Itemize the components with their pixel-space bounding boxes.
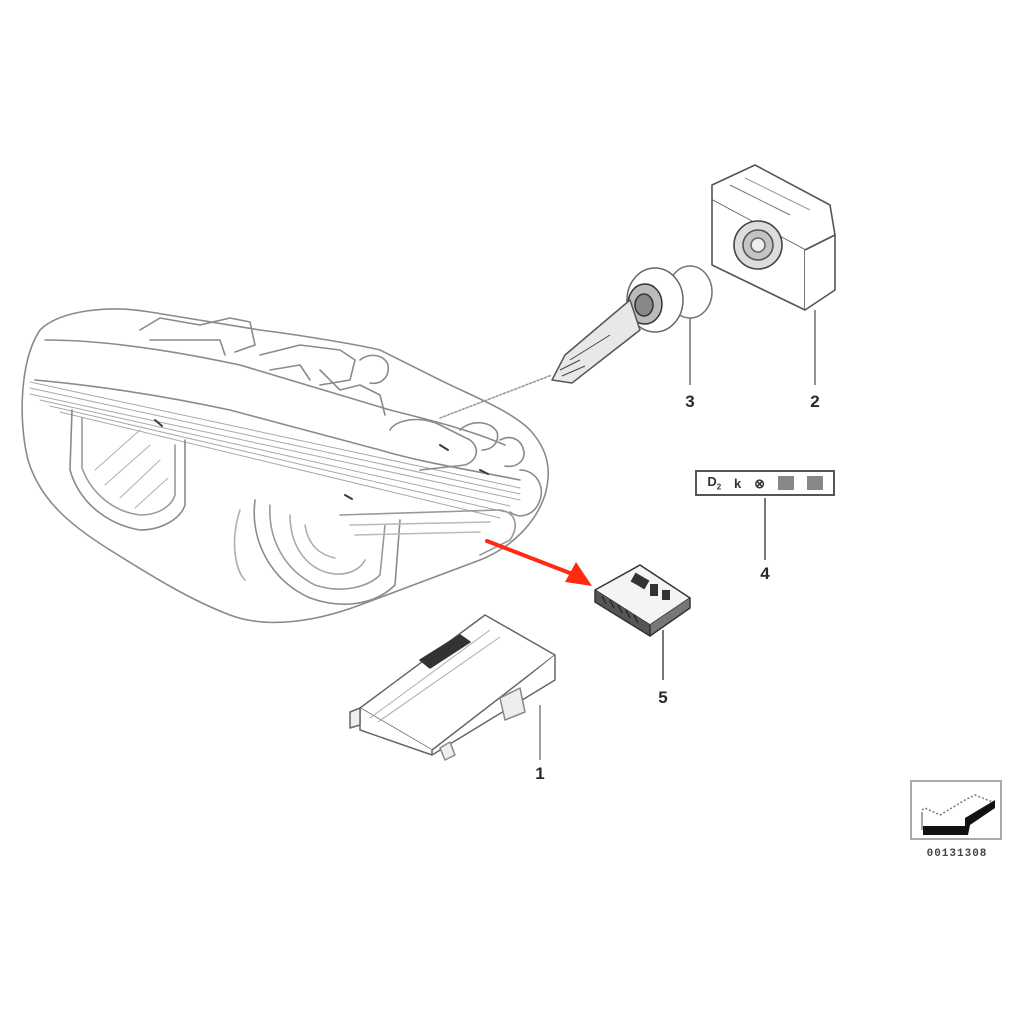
part-2-igniter	[711, 164, 836, 311]
part-3-bulb	[551, 265, 713, 384]
symbol-k: k	[734, 475, 742, 491]
callout-5[interactable]: 5	[658, 688, 668, 707]
headlight-assembly	[21, 308, 553, 624]
callout-3[interactable]: 3	[685, 392, 695, 411]
callout-1[interactable]: 1	[535, 764, 545, 783]
diagram-code: 00131308	[926, 848, 988, 860]
diagram-orientation-icon	[910, 780, 1002, 840]
symbol-square-icon	[777, 476, 794, 490]
part-4-symbol-label: D2 k ⊗	[695, 470, 835, 496]
callout-4[interactable]: 4	[760, 564, 770, 583]
highlight-arrow	[485, 539, 592, 586]
callout-2[interactable]: 2	[810, 392, 820, 411]
symbol-d: D2	[707, 473, 722, 492]
part-1-control-unit	[349, 614, 556, 761]
symbol-square-icon	[806, 476, 823, 490]
symbol-crossed-circle-icon: ⊗	[754, 475, 765, 491]
part-5-module	[594, 564, 691, 637]
